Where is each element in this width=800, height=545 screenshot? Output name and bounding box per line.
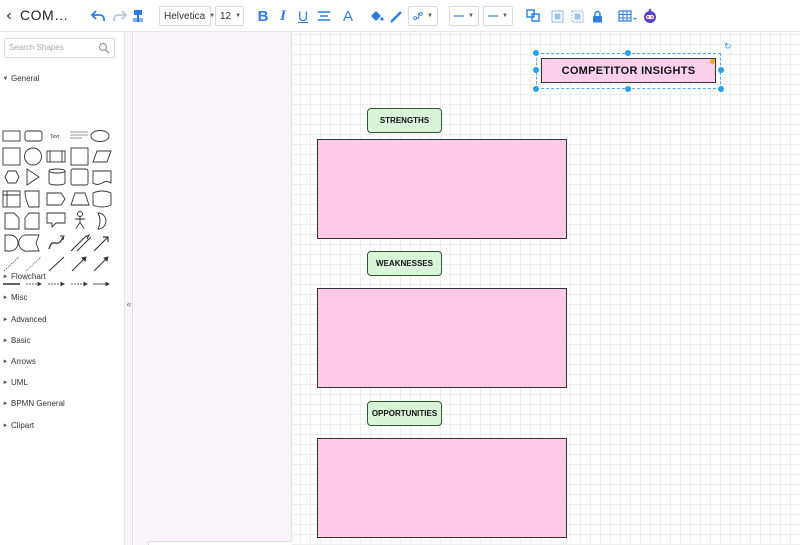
caret-right-icon: ► [2,273,9,280]
chevron-down-icon: ▼ [235,13,242,19]
section-misc[interactable]: ►Misc [0,293,28,302]
section-general[interactable]: ▼General [0,74,40,83]
line-icon [488,15,499,17]
caret-right-icon: ► [2,337,9,344]
connector-icon [413,11,423,21]
strengths-label[interactable]: STRENGTHS [367,108,442,133]
caret-right-icon: ► [2,294,9,301]
section-clipart[interactable]: ►Clipart [0,421,35,430]
collapse-sidebar-icon[interactable]: « [126,299,132,309]
italic-button[interactable]: I [280,7,286,24]
caret-right-icon: ► [2,316,9,323]
ungroup-icon[interactable] [570,6,584,26]
strengths-box[interactable] [317,139,567,239]
table-icon[interactable] [617,6,639,26]
chevron-down-icon: ▼ [427,13,433,19]
line-width-select[interactable]: ▼ [483,6,513,26]
redo-icon[interactable] [112,6,128,26]
weaknesses-label[interactable]: WEAKNESSES [367,251,442,276]
format-painter-icon[interactable] [131,6,145,26]
page-tab[interactable] [148,541,298,545]
weaknesses-box[interactable] [317,288,567,388]
line-color-icon[interactable] [389,6,403,26]
page-margin [134,32,292,545]
section-basic[interactable]: ►Basic [0,336,31,345]
svg-text:Text: Text [50,134,60,140]
title-shape[interactable]: COMPETITOR INSIGHTS [541,58,716,83]
chevron-down-icon: ▼ [502,13,508,19]
caret-right-icon: ► [2,422,9,429]
edit-handle[interactable] [710,59,715,64]
search-icon [98,42,110,54]
caret-right-icon: ► [2,400,9,407]
sidebar-resizer[interactable] [125,32,133,545]
underline-button[interactable]: U [297,8,309,24]
document-title[interactable]: COM… [20,7,69,23]
rotate-icon[interactable]: ↻ [724,41,732,51]
resize-handle[interactable] [625,86,631,92]
section-flowchart[interactable]: ►Flowchart [0,272,46,281]
opportunities-label[interactable]: OPPORTUNITIES [367,401,442,426]
section-advanced[interactable]: ►Advanced [0,315,47,324]
search-input[interactable]: Search Shapes [4,38,115,58]
fill-color-icon[interactable] [368,6,384,26]
resize-handle[interactable] [533,86,539,92]
resize-handle[interactable] [718,86,724,92]
chevron-down-icon: ▼ [468,13,474,19]
opportunities-box[interactable] [317,438,567,538]
resize-handle[interactable] [533,50,539,56]
line-style-select[interactable]: ▼ [449,6,479,26]
font-color-button[interactable]: A [342,7,353,25]
section-bpmn-general[interactable]: ►BPMN General [0,399,65,408]
font-family-select[interactable]: Helvetica▼ [159,6,215,26]
font-size-select[interactable]: 12▼ [215,6,244,26]
general-shapes-grid[interactable]: Text [2,127,114,293]
lock-icon[interactable] [590,6,604,26]
chevron-down-icon: ▼ [209,13,216,19]
line-icon [454,15,465,17]
ai-assistant-icon[interactable] [642,6,658,26]
bold-button[interactable]: B [257,7,269,25]
section-arrows[interactable]: ►Arrows [0,357,36,366]
caret-right-icon: ► [2,358,9,365]
shapes-sidebar: Search Shapes ▼General Text [0,32,125,545]
resize-handle[interactable] [718,67,724,73]
connector-style-select[interactable]: ▼ [408,6,438,26]
section-uml[interactable]: ►UML [0,378,28,387]
back-icon[interactable]: ‹ [6,7,12,24]
caret-right-icon: ► [2,379,9,386]
resize-handle[interactable] [625,50,631,56]
align-icon[interactable] [316,6,332,26]
group-icon[interactable] [550,6,564,26]
toolbar: ‹ COM… Helvetica▼ 12▼ B I U A ▼ ▼ ▼ [0,0,800,32]
resize-handle[interactable] [533,67,539,73]
caret-down-icon: ▼ [2,75,9,82]
arrange-icon[interactable] [525,6,543,26]
undo-icon[interactable] [90,6,106,26]
